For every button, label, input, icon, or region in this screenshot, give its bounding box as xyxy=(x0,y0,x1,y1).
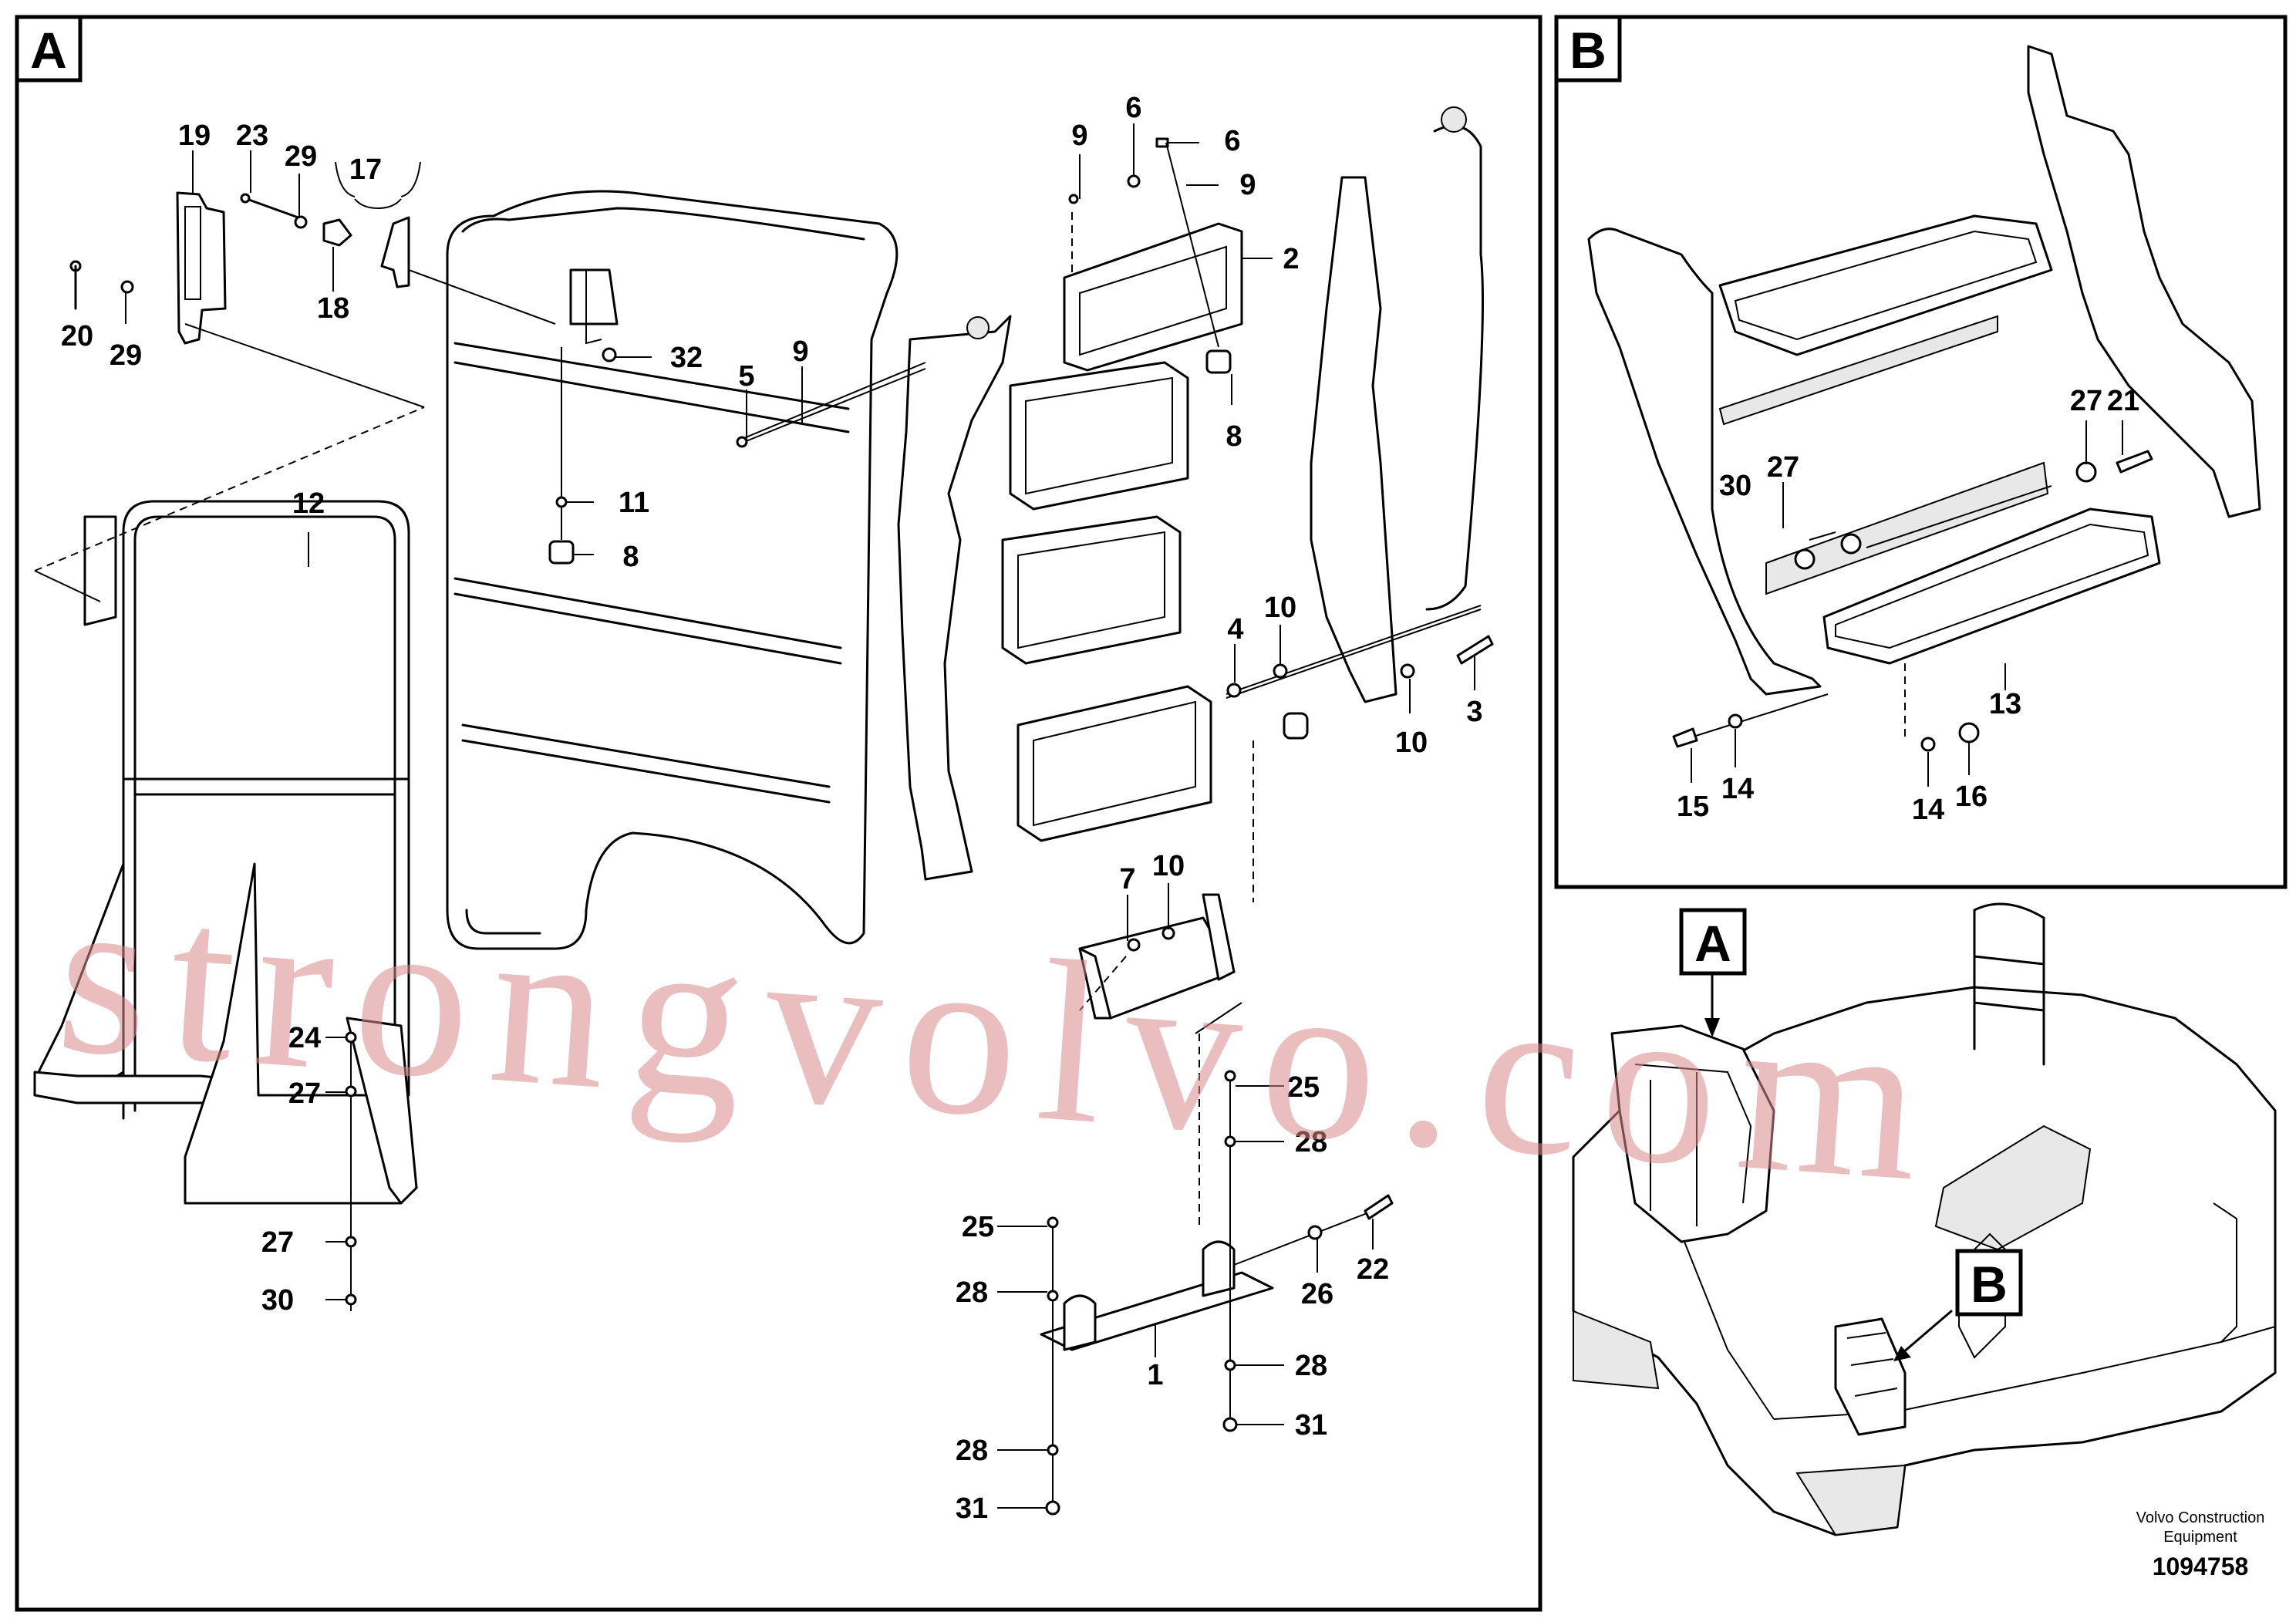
callout-4: 4 xyxy=(1227,613,1243,646)
callout-27a: 27 xyxy=(288,1077,321,1110)
callout-b-21: 21 xyxy=(2107,385,2139,417)
callout-32: 32 xyxy=(670,342,703,374)
callout-b-13: 13 xyxy=(1989,688,2021,720)
callout-leaders-b xyxy=(1691,420,2123,787)
panel-b: B xyxy=(1554,15,2288,889)
callout-b-14a: 14 xyxy=(1721,773,1754,805)
callout-b-14b: 14 xyxy=(1912,794,1944,826)
callout-10b: 10 xyxy=(1395,727,1428,759)
panel-b-tag: B xyxy=(1569,22,1607,79)
callout-b-27b: 27 xyxy=(1767,451,1799,484)
company-line2: Equipment xyxy=(2163,1529,2237,1546)
callout-leaders-a xyxy=(75,123,1475,1509)
callout-17: 17 xyxy=(349,153,382,186)
callout-7: 7 xyxy=(1119,863,1135,895)
callout-1: 1 xyxy=(1147,1359,1163,1391)
callout-23: 23 xyxy=(236,120,268,152)
callout-29: 29 xyxy=(285,140,317,173)
callout-9a: 9 xyxy=(1071,120,1087,152)
overview-tags: A B xyxy=(1679,908,2023,1317)
callout-31a: 31 xyxy=(1295,1409,1327,1442)
callout-6b: 6 xyxy=(1224,125,1240,157)
callout-6a: 6 xyxy=(1125,92,1141,124)
callout-3: 3 xyxy=(1466,696,1482,728)
overview-tag-a: A xyxy=(1694,915,1731,972)
callouts-b: 27 21 30 27 13 15 14 14 16 xyxy=(1677,385,2139,826)
callout-18: 18 xyxy=(317,292,349,325)
panel-a-tag: A xyxy=(30,22,67,79)
callout-28b: 28 xyxy=(956,1276,988,1309)
callout-9b: 9 xyxy=(1239,169,1256,201)
callout-25a: 25 xyxy=(1287,1071,1320,1104)
callout-28c: 28 xyxy=(1295,1350,1327,1382)
callout-b-30: 30 xyxy=(1719,470,1752,502)
callout-b-15: 15 xyxy=(1677,791,1709,823)
panel-b-drawing xyxy=(1587,45,2261,752)
callout-b-16: 16 xyxy=(1955,781,1988,813)
callout-12: 12 xyxy=(292,487,325,520)
callout-26: 26 xyxy=(1301,1278,1333,1310)
callouts-a: 19 23 29 17 20 29 18 32 12 11 8 9 6 6 9 … xyxy=(61,92,1483,1525)
guardrail-12-drawing xyxy=(33,406,425,1205)
callout-2: 2 xyxy=(1283,243,1299,275)
callout-b-27a: 27 xyxy=(2070,385,2102,417)
side-plate-right-drawing xyxy=(1310,106,1484,703)
callout-24: 24 xyxy=(288,1022,321,1054)
handrail-frame-drawing xyxy=(446,190,899,950)
footer: Volvo Construction Equipment 1094758 xyxy=(2136,1509,2265,1580)
overview-machine-drawing xyxy=(1572,902,2277,1536)
step-treads-drawing xyxy=(1001,222,1243,842)
company-line1: Volvo Construction xyxy=(2136,1509,2265,1526)
callout-22: 22 xyxy=(1357,1253,1389,1286)
part-number: 1094758 xyxy=(2153,1553,2249,1580)
callout-10a: 10 xyxy=(1264,592,1296,624)
callout-5: 5 xyxy=(738,360,754,393)
callout-11: 11 xyxy=(619,487,649,519)
callout-19: 19 xyxy=(178,120,211,152)
callout-30: 30 xyxy=(261,1284,294,1317)
callout-8a: 8 xyxy=(622,541,639,573)
callout-28a: 28 xyxy=(1295,1126,1327,1158)
callout-27b: 27 xyxy=(261,1226,294,1259)
side-plate-left-drawing xyxy=(897,315,1012,881)
callout-10c: 10 xyxy=(1152,850,1185,882)
callout-20: 20 xyxy=(61,320,93,352)
overview-tag-b: B xyxy=(1971,1256,2008,1313)
callout-9c: 9 xyxy=(792,336,808,368)
bracket-19-drawing xyxy=(176,191,425,408)
callout-25b: 25 xyxy=(962,1211,994,1243)
panel-a: A xyxy=(15,15,1542,1612)
callout-31b: 31 xyxy=(956,1492,988,1525)
callout-8b: 8 xyxy=(1226,420,1242,453)
callout-28d: 28 xyxy=(956,1435,988,1467)
callout-29b: 29 xyxy=(110,339,142,372)
